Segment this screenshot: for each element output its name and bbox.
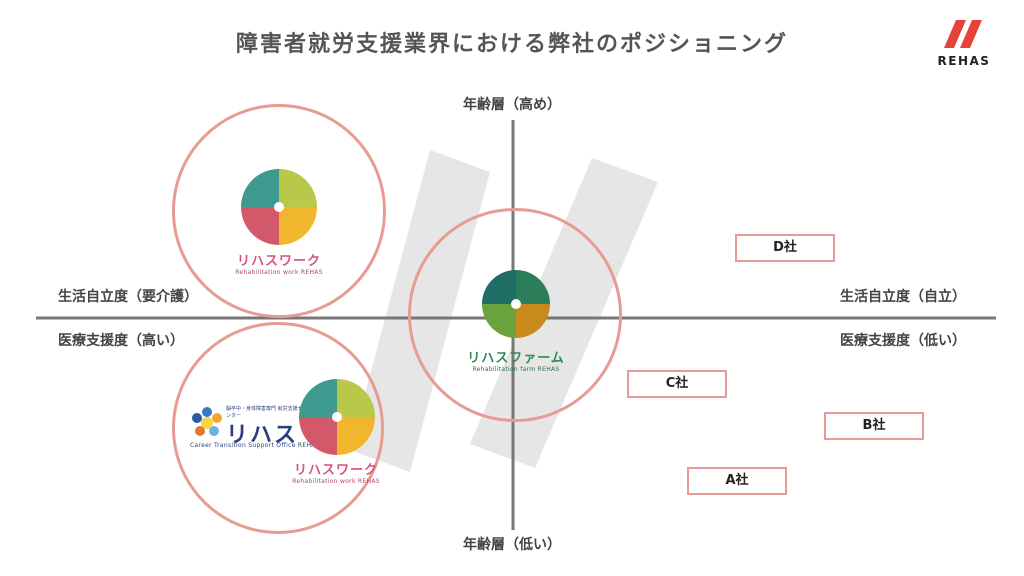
axis-label-bottom: 年齢層（低い） <box>463 537 561 553</box>
axis-label-top: 年齢層（高め） <box>463 97 561 113</box>
competitor-d: D社 <box>735 234 835 262</box>
ring-office-work <box>172 322 384 534</box>
axis-label-left-bottom: 医療支援度（高い） <box>58 333 184 349</box>
page-title: 障害者就労支援業界における弊社のポジショニング <box>235 32 788 57</box>
rehas-office-name: リハス <box>226 423 299 448</box>
rehas-office-subtitle: 脳卒中・身体障害専門 就労支援センター <box>226 406 303 419</box>
rehas-farm-english: Rehabilitation farm REHAS <box>472 366 560 373</box>
rehas-work-name: リハスワーク <box>236 254 321 269</box>
ring-farm <box>408 208 622 422</box>
rehas-farm-logo-icon <box>482 270 550 338</box>
axis-label-left-top: 生活自立度（要介護） <box>58 289 198 305</box>
rehas-work-name-2: リハスワーク <box>293 463 378 478</box>
rehas-mark-icon <box>944 20 982 48</box>
rehas-work-logo-icon-2 <box>299 379 375 455</box>
ring-work <box>172 104 386 318</box>
rehas-logo: REHAS <box>934 20 994 70</box>
rehas-work-caption: リハスワーク Rehabilitation work REHAS <box>219 250 339 276</box>
axis-label-right-bottom: 医療支援度（低い） <box>840 333 966 349</box>
rehas-farm-caption: リハスファーム Rehabilitation farm REHAS <box>458 347 574 373</box>
rehas-logo-text: REHAS <box>937 54 991 68</box>
rehas-work-english-2: Rehabilitation work REHAS <box>292 478 380 485</box>
axis-label-right-top: 生活自立度（自立） <box>840 289 966 305</box>
competitor-c: C社 <box>627 370 727 398</box>
rehas-office-flower-icon <box>192 407 222 436</box>
rehas-work-caption-2: リハスワーク Rehabilitation work REHAS <box>276 459 396 485</box>
rehas-work-english: Rehabilitation work REHAS <box>235 269 323 276</box>
competitor-a: A社 <box>687 467 787 495</box>
rehas-farm-name: リハスファーム <box>467 351 565 366</box>
rehas-office-english: Career Transition Support Office REHAS <box>190 442 320 449</box>
competitor-b: B社 <box>824 412 924 440</box>
rehas-work-logo-icon <box>241 169 317 245</box>
